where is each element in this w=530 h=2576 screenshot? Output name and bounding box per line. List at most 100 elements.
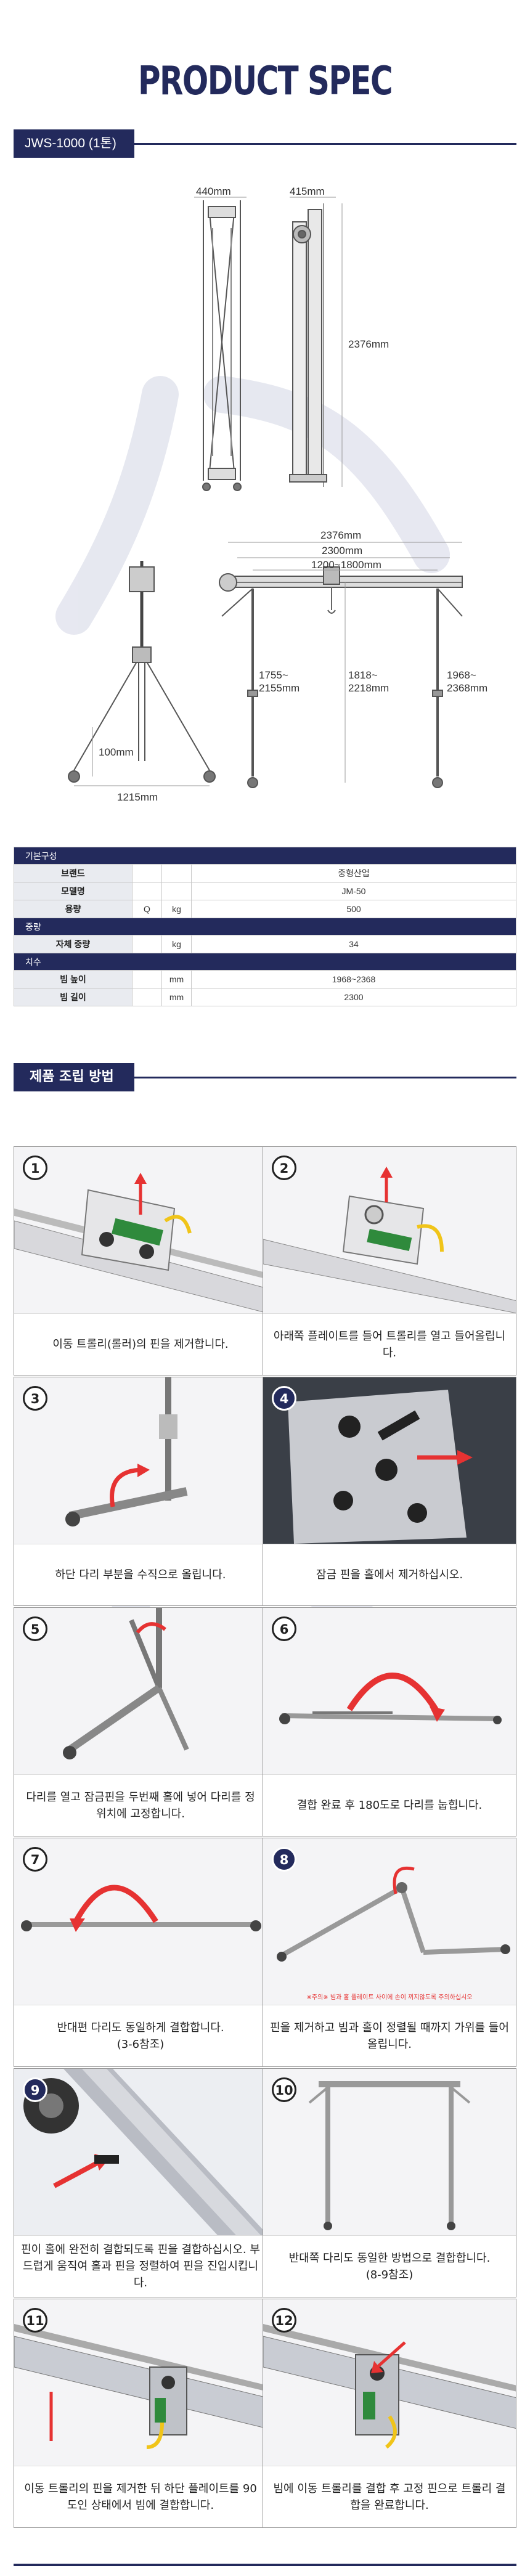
step-number: 6 — [272, 1616, 296, 1641]
spec-row: 브랜드 중형산업 — [14, 864, 516, 882]
step-caption: 이동 트롤리(롤러)의 핀을 제거합니다. — [14, 1313, 267, 1375]
section-divider — [134, 1077, 516, 1078]
step-illustration: 8 ※주의※ 빔과 홀 플레이트 사이에 손이 끼지않도록 주의하십시오 — [263, 1838, 516, 2005]
folded-front-view — [194, 197, 247, 491]
spec-section-weight: 중량 — [14, 918, 516, 935]
step-caption: 결합 완료 후 180도로 다리를 눕힙니다. — [263, 1774, 516, 1836]
spec-value: 중형산업 — [191, 864, 516, 882]
spec-label: 용량 — [14, 900, 132, 918]
step-number: 8 — [272, 1847, 296, 1872]
spec-unit: mm — [161, 970, 192, 988]
trolley-beam-illustration — [14, 1173, 267, 1313]
dim-beam-total: 2376mm — [320, 529, 362, 541]
spec-unit — [132, 882, 162, 900]
spec-section-dim: 치수 — [14, 953, 516, 971]
dim-side-width: 415mm — [290, 185, 325, 197]
spec-unit: mm — [161, 988, 192, 1006]
dim-folded-height: 2376mm — [348, 338, 389, 350]
spec-unit — [161, 882, 192, 900]
scissor-lift-illustration — [277, 1867, 510, 1962]
step-caption: 이동 트롤리의 핀을 제거한 뒤 하단 플레이트를 90도인 상태에서 빔에 결… — [14, 2466, 267, 2527]
product-drawing — [68, 197, 463, 788]
step-12: 12 빔에 이동 트롤리를 결합 후 고정 핀으로 트롤리 결합을 완료합니다. — [263, 2299, 516, 2528]
spec-label: 빔 길이 — [14, 988, 132, 1006]
assembled-side-view — [219, 542, 463, 788]
step-3: 3 하단 다리 부분을 수직으로 올립니다. — [14, 1377, 267, 1606]
step-5: 5 다리를 열고 잠금핀을 두번째 홀에 넣어 다리를 정 위치에 고정합니다. — [14, 1607, 267, 1836]
spec-unit: Q — [132, 900, 162, 918]
step-illustration: 4 — [263, 1377, 516, 1544]
step-number: 11 — [23, 2308, 47, 2333]
trolley-lift-illustration — [263, 1167, 516, 1313]
step-caption: 반대쪽 다리도 동일한 방법으로 결합합니다. (8-9참조) — [263, 2235, 516, 2297]
step-illustration: 9 — [14, 2069, 267, 2235]
dim-front-width: 440mm — [196, 185, 231, 197]
spec-section-basic: 기본구성 — [14, 847, 516, 865]
dim-leg-height-1: 1755~ 2155mm — [259, 669, 300, 694]
dim-foot-height: 100mm — [99, 746, 134, 758]
spec-unit — [132, 988, 162, 1006]
step-illustration: 12 — [263, 2299, 516, 2466]
dim-beam-inner: 2300mm — [322, 545, 363, 556]
step-number: 10 — [272, 2077, 296, 2102]
spec-value: JM-50 — [191, 882, 516, 900]
spec-value: 2300 — [191, 988, 516, 1006]
step-illustration: 2 — [263, 1147, 516, 1313]
dim-leg-height-3: 1968~ 2368mm — [447, 669, 488, 694]
leg-lay-illustration — [279, 1673, 502, 1724]
spec-value: 34 — [191, 935, 516, 953]
step-2: 2 아래쪽 플레이트를 들어 트롤리를 열고 들어올립니다. — [263, 1146, 516, 1376]
step-10: 10 반대쪽 다리도 동일한 방법으로 결합합니다. (8-9참조) — [263, 2068, 516, 2297]
bottom-divider — [14, 2564, 516, 2566]
dim-beam-range: 1200~1800mm — [311, 559, 381, 571]
step-caption: 핀을 제거하고 빔과 홀이 정렬될 때까지 가위를 들어 올립니다. — [263, 2005, 516, 2066]
step-illustration: 1 — [14, 1147, 267, 1313]
step-number: 9 — [23, 2077, 47, 2102]
step-illustration: 10 — [263, 2069, 516, 2235]
folded-side-view — [289, 197, 343, 487]
step-illustration: 11 — [14, 2299, 267, 2466]
dim-base-width: 1215mm — [117, 791, 158, 803]
leg-raise-illustration — [65, 1377, 188, 1526]
step-caption: 하단 다리 부분을 수직으로 올립니다. — [14, 1544, 267, 1605]
safety-warning: ※주의※ 빔과 홀 플레이트 사이에 손이 끼지않도록 주의하십시오 — [306, 1994, 473, 2001]
section-divider — [134, 143, 516, 145]
step-caption: 핀이 홀에 완전히 결합되도록 핀을 결합하십시오. 부드럽게 움직여 홀과 핀… — [14, 2235, 267, 2297]
end-view — [68, 561, 216, 786]
trolley-attach-illustration — [14, 2324, 267, 2449]
step-illustration: 6 — [263, 1608, 516, 1774]
step-number: 5 — [23, 1616, 47, 1641]
step-number: 3 — [23, 1386, 47, 1411]
step-11: 11 이동 트롤리의 핀을 제거한 뒤 하단 플레이트를 90도인 상태에서 빔… — [14, 2299, 267, 2528]
spec-label: 브랜드 — [14, 864, 132, 882]
spec-unit — [161, 864, 192, 882]
dim-leg-height-2: 1818~ 2218mm — [348, 669, 389, 694]
spec-unit: kg — [161, 900, 192, 918]
step-6: 6 결합 완료 후 180도로 다리를 눕힙니다. — [263, 1607, 516, 1836]
model-tag: JWS-1000 (1톤) — [14, 129, 134, 158]
assembled-frame-illustration — [308, 2081, 471, 2230]
step-number: 4 — [272, 1386, 296, 1411]
opposite-leg-illustration — [21, 1885, 261, 1932]
step-4: 4 잠금 핀을 홀에서 제거하십시오. — [263, 1377, 516, 1606]
spec-value: 1968~2368 — [191, 970, 516, 988]
step-illustration: 5 — [14, 1608, 267, 1774]
step-1: 1 이동 트롤리(롤러)의 핀을 제거합니다. — [14, 1146, 267, 1376]
lock-pin-illustration — [263, 1377, 516, 1544]
trolley-fix-illustration — [263, 2324, 516, 2449]
pin-insert-illustration — [14, 2069, 267, 2235]
step-number: 12 — [272, 2308, 296, 2333]
step-9: 9 핀이 홀에 완전히 결합되도록 핀을 결합하십시오. 부드럽게 움직여 홀과… — [14, 2068, 267, 2297]
step-illustration: 7 — [14, 1838, 267, 2005]
step-caption: 반대편 다리도 동일하게 결합합니다. (3-6참조) — [14, 2005, 267, 2066]
step-7: 7 반대편 다리도 동일하게 결합합니다. (3-6참조) — [14, 1838, 267, 2067]
step-caption: 빔에 이동 트롤리를 결합 후 고정 핀으로 트롤리 결합을 완료합니다. — [263, 2466, 516, 2527]
assembly-tag: 제품 조립 방법 — [14, 1063, 134, 1091]
leg-open-illustration — [63, 1608, 189, 1759]
step-number: 1 — [23, 1156, 47, 1180]
